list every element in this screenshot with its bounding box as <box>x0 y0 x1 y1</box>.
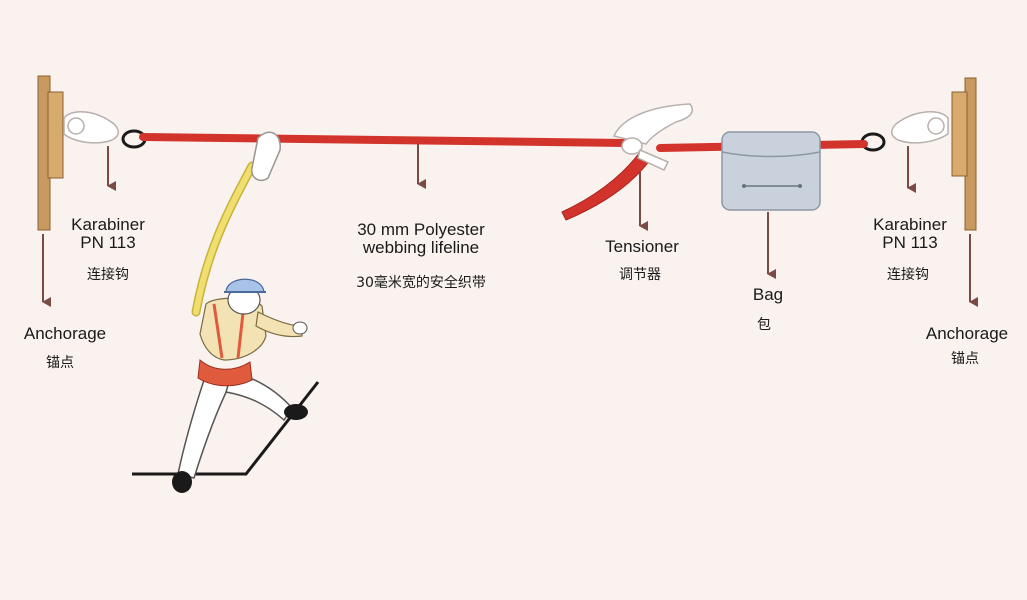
webbing-lifeline <box>139 133 629 147</box>
karabiner-left-zh: 连接钩 <box>87 267 129 283</box>
tensioner-icon <box>612 103 694 171</box>
lifeline-label: 30 mm Polyester webbing lifeline <box>333 220 509 258</box>
anchor-plate-icon <box>951 77 977 231</box>
bag-zh: 包 <box>757 317 771 333</box>
lifeline-zh: 30毫米宽的安全织带 <box>356 275 486 291</box>
karabiner-right-line1: Karabiner <box>873 215 947 234</box>
karabiner-right-label: Karabiner PN 113 <box>858 215 962 253</box>
karabiner-left-label: Karabiner PN 113 <box>58 215 158 253</box>
webbing-tail <box>561 151 651 221</box>
tensioner-label: Tensioner <box>605 237 679 256</box>
karabiner-icon <box>63 111 119 144</box>
anchorage-right-label: Anchorage <box>925 324 1009 343</box>
karabiner-right-line2: PN 113 <box>882 233 938 253</box>
karabiner-right-zh: 连接钩 <box>887 267 929 283</box>
tensioner-zh: 调节器 <box>619 267 661 283</box>
anchorage-left-label: Anchorage <box>23 324 107 343</box>
anchor-plate-icon <box>37 75 64 231</box>
anchorage-right-zh: 锚点 <box>951 351 979 367</box>
lifeline-line1: 30 mm Polyester <box>357 220 485 239</box>
anchorage-left-zh: 锚点 <box>46 355 74 371</box>
lifeline-line2: webbing lifeline <box>362 238 480 258</box>
bag-icon <box>721 131 821 211</box>
bag-label: Bag <box>752 285 784 304</box>
worker-figure-icon <box>132 131 320 493</box>
karabiner-left-line2: PN 113 <box>80 233 136 253</box>
karabiner-left-line1: Karabiner <box>71 215 145 234</box>
pointer-arrows <box>42 144 978 307</box>
karabiner-icon <box>891 111 949 144</box>
